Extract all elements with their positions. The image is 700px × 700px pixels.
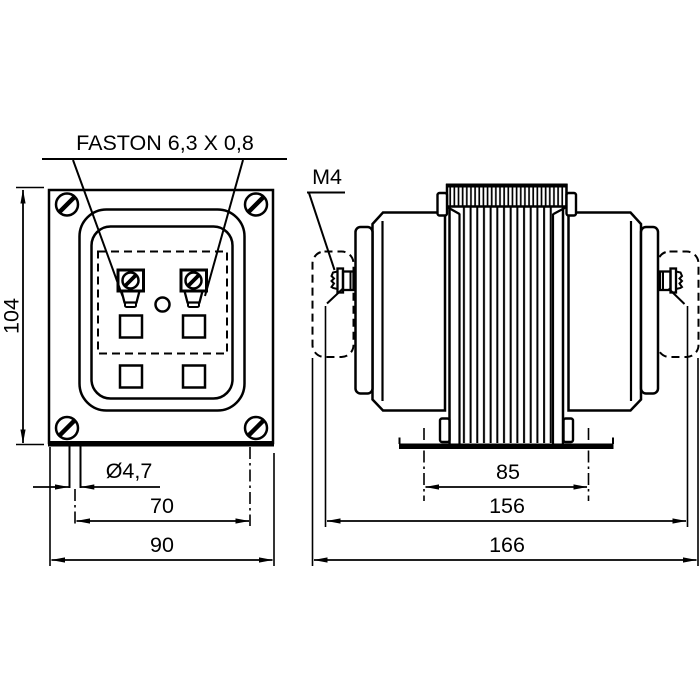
window-bottom-left	[118, 364, 144, 389]
tab-bottom-right	[562, 417, 575, 444]
faston-leader-right	[204, 159, 244, 297]
corner-screw-top-right	[243, 192, 269, 217]
mounting-foot	[398, 437, 614, 449]
dim-label-slot-diameter: Ø4,7	[106, 459, 153, 483]
clamp-band-right	[639, 225, 660, 395]
phantom-bracket-left	[311, 250, 355, 358]
plate-bottom-edge	[48, 441, 274, 447]
tab-top-right	[565, 191, 578, 217]
tab-bottom-left	[438, 417, 451, 444]
corner-screw-bottom-left	[54, 415, 80, 441]
center-pilot-hole	[154, 296, 171, 313]
mounting-plate-outline	[47, 188, 275, 445]
stud-tick-right	[667, 287, 686, 305]
faston-leader-left	[72, 159, 124, 297]
dim-label-90: 90	[150, 533, 174, 557]
terminal-area-dashed-outline	[97, 250, 228, 355]
dim-label-70: 70	[150, 494, 174, 518]
faston-terminal-left	[116, 268, 145, 308]
lamination-tabs	[436, 191, 578, 444]
side-view-dimensions: 85 156 166 M4	[307, 165, 699, 566]
window-mid-right	[181, 314, 207, 339]
core-end-bell-right	[567, 211, 643, 412]
dim-label-85: 85	[496, 460, 520, 484]
m4-callout-label: M4	[312, 165, 342, 189]
window-bottom-right	[181, 364, 207, 389]
dim-label-166: 166	[489, 533, 525, 557]
dim-label-104: 104	[0, 298, 24, 334]
corner-screw-top-left	[54, 192, 80, 217]
dimension-166: 166	[311, 358, 699, 566]
corner-screws	[54, 192, 269, 441]
front-view	[47, 188, 275, 526]
tab-top-left	[436, 191, 449, 217]
coil-top-wrap	[445, 183, 568, 208]
dimension-slot-diameter: Ø4,7	[33, 459, 160, 490]
m4-leader	[308, 192, 336, 271]
window-mid-left	[118, 314, 144, 339]
corner-screw-bottom-right	[243, 415, 269, 441]
faston-callout: FASTON 6,3 X 0,8	[42, 131, 287, 297]
dimension-85: 85	[425, 460, 588, 490]
stud-tick-left	[326, 287, 344, 305]
mounting-slot	[68, 446, 82, 488]
dimension-104: 104	[0, 186, 44, 446]
terminal-stud-right	[658, 267, 684, 294]
dimension-70: 70	[76, 494, 250, 524]
dimension-90: 90	[49, 447, 275, 566]
faston-terminal-right	[179, 268, 208, 308]
front-view-dimensions: 104 Ø4,7 70 90 FASTON 6,3 X 0,8	[0, 131, 287, 566]
cover-outer-outline	[78, 208, 246, 412]
dimension-156: 156	[324, 306, 689, 527]
side-view	[311, 183, 700, 501]
m4-callout: M4	[307, 165, 686, 305]
terminal-windows	[118, 314, 207, 389]
coil-winding	[445, 183, 568, 444]
faston-callout-label: FASTON 6,3 X 0,8	[76, 131, 254, 155]
clamp-band-left	[354, 225, 374, 395]
dim-label-156: 156	[489, 494, 525, 518]
core-end-bell-left	[371, 211, 447, 412]
cover-inner-outline	[90, 225, 234, 400]
terminal-stud-left	[330, 267, 355, 294]
